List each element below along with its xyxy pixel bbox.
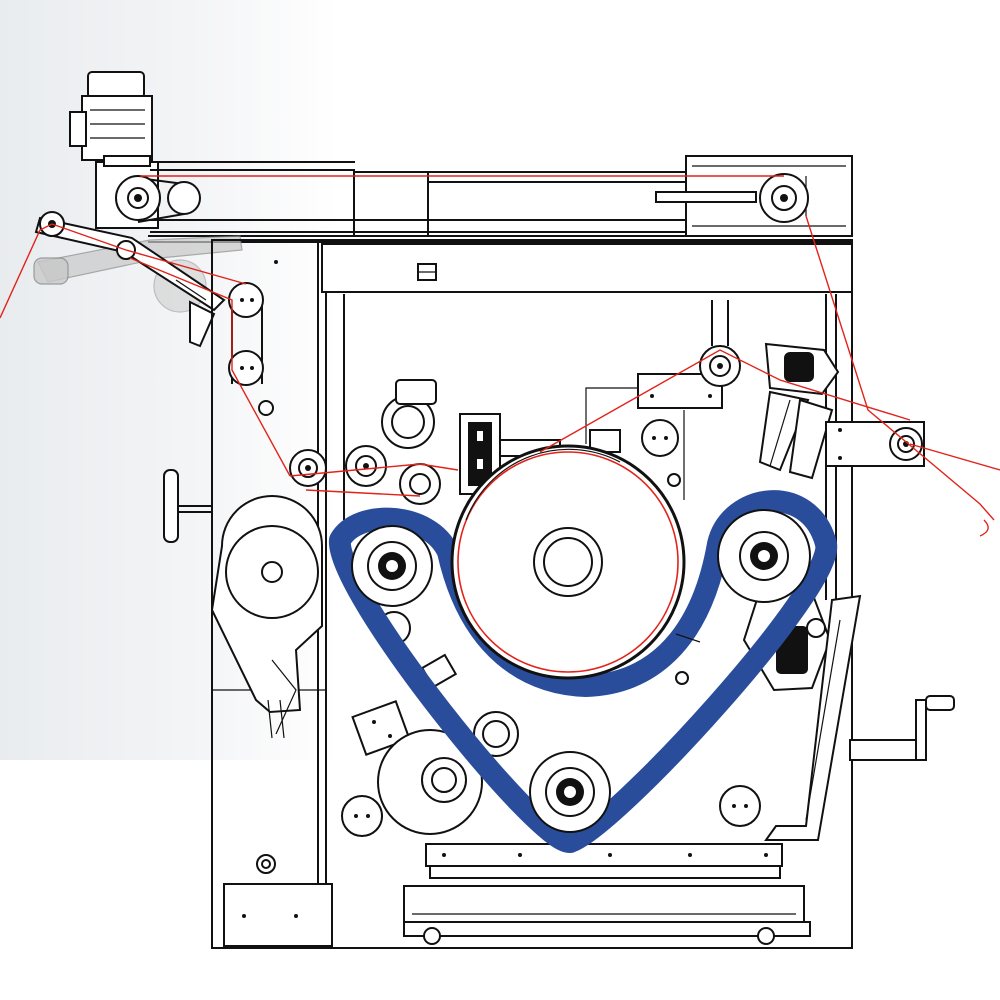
central-drum bbox=[450, 444, 701, 685]
belt-roller-bottom bbox=[529, 751, 611, 833]
right-arm-assembly bbox=[699, 300, 925, 480]
base-carriage bbox=[403, 843, 811, 945]
upper-left-rollers bbox=[289, 373, 723, 505]
belt-roller-left bbox=[351, 525, 433, 607]
top-rail bbox=[148, 155, 853, 243]
main-frame bbox=[211, 239, 955, 949]
top-drive-belt bbox=[115, 173, 809, 223]
tension-arm bbox=[33, 211, 243, 348]
left-bobbin-housing bbox=[210, 495, 323, 739]
belt-roller-right bbox=[717, 509, 811, 603]
left-handwheel bbox=[163, 469, 212, 543]
left-guide-rollers bbox=[228, 260, 278, 416]
thread-path bbox=[0, 175, 1000, 537]
